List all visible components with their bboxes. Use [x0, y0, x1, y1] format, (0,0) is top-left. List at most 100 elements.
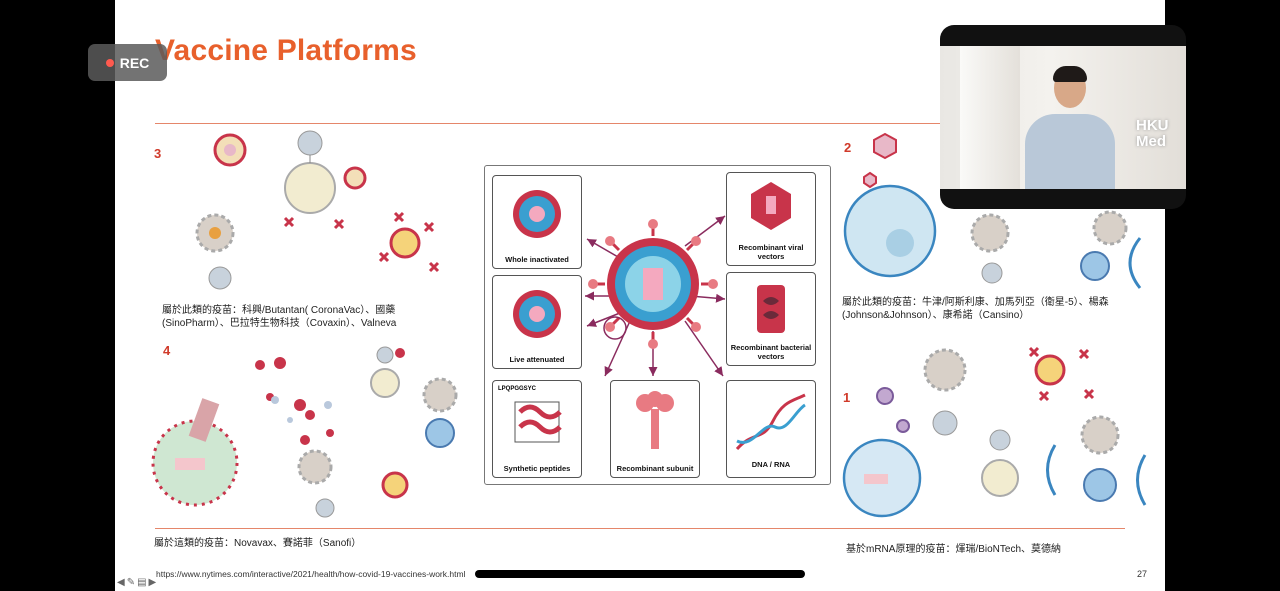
blue-cell-icon	[1080, 251, 1110, 281]
page-number: 27	[1136, 569, 1147, 579]
whole-inactivated-label: Whole inactivated	[505, 255, 569, 264]
live-attenuated-panel: Live attenuated	[492, 275, 582, 369]
viral-vector-icon	[751, 182, 791, 230]
b-cell-icon	[284, 162, 336, 214]
section-4-illustration	[151, 346, 458, 518]
section-2-number: 2	[844, 140, 852, 155]
b-cell-icon	[370, 368, 400, 398]
recording-label: REC	[119, 54, 150, 71]
source-url[interactable]: https://www.nytimes.com/interactive/2021…	[156, 569, 466, 579]
recombinant-bacterial-vectors-panel: Recombinant bacterial vectors	[726, 272, 816, 366]
cell-icon	[843, 184, 937, 278]
camera-overlay-text: HKU Med	[1136, 117, 1169, 150]
menu-icon[interactable]: ▤	[137, 577, 147, 588]
hair-icon	[1053, 66, 1087, 82]
t-cell-icon	[315, 498, 335, 518]
t-cell-icon	[981, 262, 1003, 284]
section-2-caption-2: (Johnson&Johnson）、康希諾（Cansino）	[842, 310, 1030, 321]
peptide-helix-icon	[514, 401, 562, 443]
slide-title: Vaccine Platforms	[155, 34, 417, 67]
dna-rna-panel: DNA / RNA	[726, 380, 816, 478]
virus-small-icon	[1034, 354, 1066, 386]
shirt-icon	[1025, 114, 1115, 189]
dendritic-cell-icon-2	[422, 377, 458, 413]
section-1-illustration	[842, 346, 1147, 518]
antibody-icons	[283, 211, 440, 273]
cell-icon	[151, 419, 239, 507]
arrow-right-icon[interactable]: ▶	[148, 577, 157, 588]
syringe-icon	[188, 398, 220, 442]
highlight-circle-icon	[603, 316, 627, 340]
virus-small-icon	[389, 227, 421, 259]
webcam-video: HKU Med	[940, 46, 1186, 189]
protein-subunit-icon	[636, 391, 674, 449]
membrane-arc-icon	[1046, 444, 1147, 506]
antigen-cell-icon	[989, 429, 1011, 451]
virus-icon	[213, 133, 247, 167]
whole-inactivated-panel: Whole inactivated	[492, 175, 582, 269]
section-1-caption: 基於mRNA原理的疫苗：煇瑞/BioNTech、莫德納	[846, 544, 1062, 555]
viral-vector-small-icon	[863, 171, 877, 189]
diagram-arrows	[585, 215, 726, 377]
pencil-icon[interactable]: ✎	[126, 577, 136, 588]
recording-indicator[interactable]: REC	[88, 44, 167, 81]
arrow-left-icon[interactable]: ◀	[117, 577, 125, 588]
recombinant-subunit-label: Recombinant subunit	[616, 464, 694, 473]
dna-helix-icon	[735, 393, 806, 451]
section-2-illustration	[843, 132, 1142, 289]
section-3-illustration	[195, 130, 440, 290]
virus-medium-icon	[343, 166, 367, 190]
cell-icon	[842, 438, 922, 518]
dendritic-cell-icon	[923, 348, 967, 392]
attenuated-virus-icon	[513, 290, 561, 338]
antibody-icons	[1028, 346, 1095, 402]
recombinant-bacterial-label-2: vectors	[757, 352, 785, 361]
b-cell-icon	[981, 459, 1019, 497]
virus-small-icon	[381, 471, 409, 499]
record-dot-icon	[105, 58, 114, 67]
blue-cell-icon	[1083, 468, 1117, 502]
section-4-number: 4	[163, 343, 171, 358]
recombinant-bacterial-label-1: Recombinant bacterial	[730, 343, 812, 352]
antigen-cell-icon	[297, 130, 323, 156]
dendritic-cell-icon-2	[1080, 415, 1120, 455]
slide-nav-controls: ◀ ✎ ▤ ▶	[117, 577, 169, 591]
recombinant-viral-label-2: vectors	[757, 252, 785, 261]
viral-vector-icon	[873, 132, 897, 160]
section-3-caption-1: 屬於此類的疫苗：科興/Butantan( CoronaVac）、國藥	[162, 305, 396, 316]
synthetic-peptides-panel: LPQPGGSYC Synthetic peptides	[492, 380, 582, 478]
webcam-overlay[interactable]: HKU Med	[940, 25, 1186, 209]
blue-cell-icon	[425, 418, 455, 448]
synthetic-peptides-label: Synthetic peptides	[503, 464, 571, 473]
dendritic-cell-icon	[195, 213, 235, 253]
lipid-nanoparticle-small-icon	[896, 419, 910, 433]
section-1-number: 1	[843, 390, 851, 405]
recombinant-viral-label-1: Recombinant viral	[738, 243, 804, 252]
lipid-nanoparticle-icon	[876, 387, 894, 405]
top-rule	[155, 123, 1125, 124]
dendritic-cell-icon-2	[1092, 210, 1128, 246]
central-virus-icon	[588, 219, 718, 349]
membrane-arc-icon	[1128, 237, 1142, 289]
vaccine-types-diagram: Whole inactivated Live attenuated LPQPGG…	[484, 165, 831, 485]
section-3-number: 3	[154, 146, 162, 161]
live-attenuated-label: Live attenuated	[509, 355, 565, 364]
section-2-caption-1: 屬於此類的疫苗：牛津/阿斯利康、加馬列亞（衛星-5）、楊森	[842, 297, 1109, 308]
section-3-caption-2: (SinoPharm）、巴拉特生物科技（Covaxin）、Valneva	[162, 318, 397, 329]
t-cell-icon	[932, 410, 958, 436]
window-icon	[960, 46, 1020, 189]
dendritic-cell-icon	[970, 213, 1010, 253]
dendritic-cell-icon	[297, 449, 333, 485]
presenter-avatar	[1025, 66, 1115, 189]
inactivated-virus-icon	[513, 190, 561, 238]
t-cell-icon	[208, 266, 232, 290]
antigen-cell-icon	[376, 346, 394, 364]
protein-particle-icons	[255, 348, 405, 445]
blob-icons	[271, 396, 332, 423]
section-4-caption: 屬於這類的疫苗：Novavax、賽諾菲（Sanofi）	[154, 538, 362, 549]
recombinant-viral-vectors-panel: Recombinant viral vectors	[726, 172, 816, 266]
bacterial-vector-icon	[757, 285, 785, 333]
bottom-rule	[155, 528, 1125, 529]
progress-bar[interactable]	[475, 570, 805, 578]
recombinant-subunit-panel: Recombinant subunit	[610, 380, 700, 478]
